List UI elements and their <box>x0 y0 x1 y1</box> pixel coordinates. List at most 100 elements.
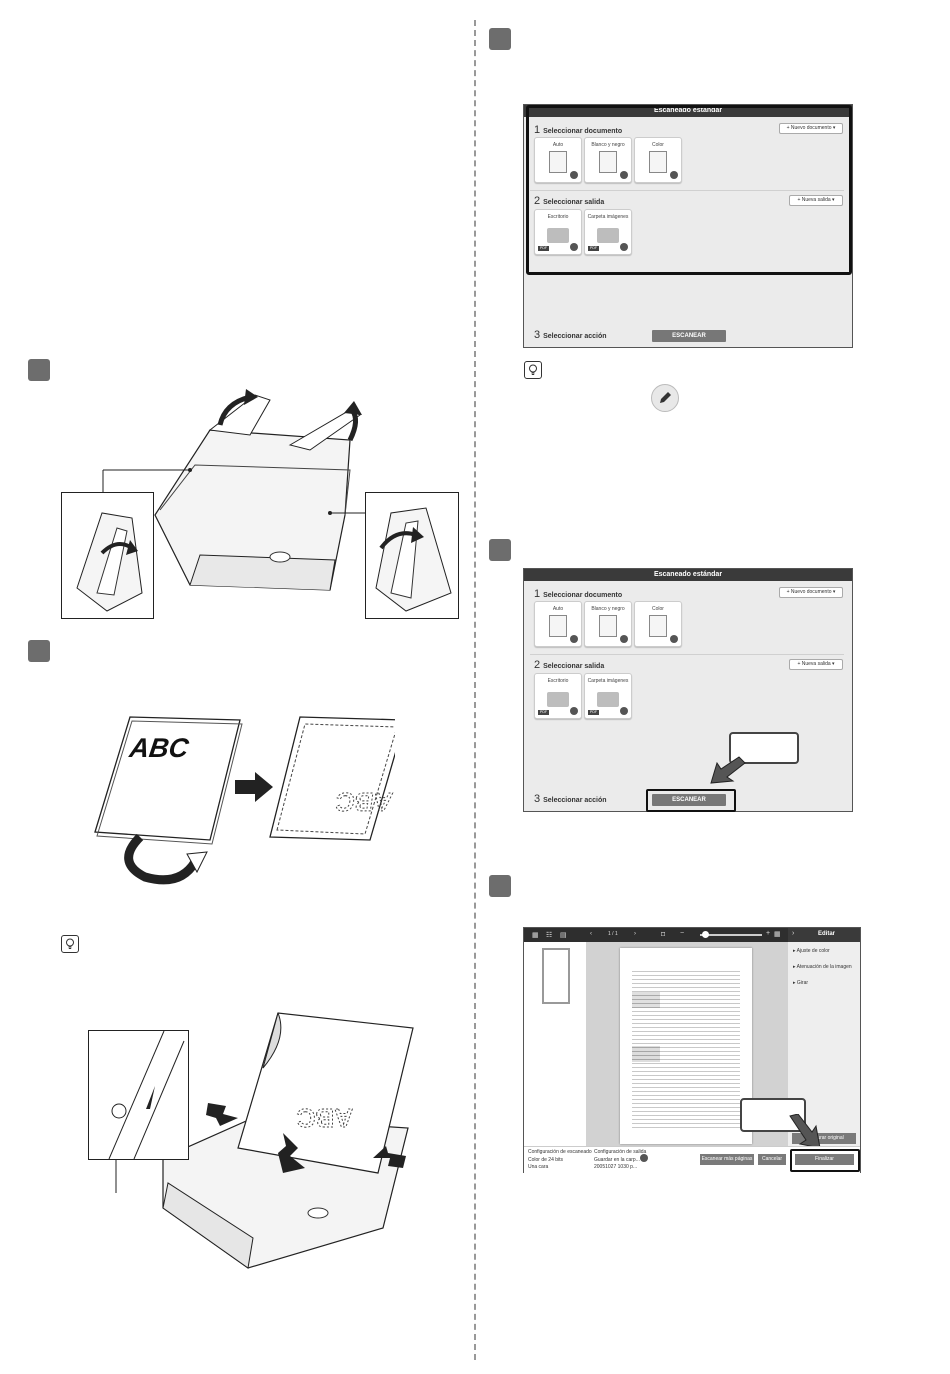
hint-icon <box>61 935 79 953</box>
next-page-icon[interactable]: › <box>634 931 636 937</box>
guide-detail-inset-left <box>61 492 154 619</box>
column-divider <box>474 20 476 1360</box>
prev-page-icon[interactable]: ‹ <box>590 931 592 937</box>
edit-icon[interactable] <box>570 635 578 643</box>
editor-footer: Configuración de escaneado Color de 24 b… <box>524 1146 860 1173</box>
edit-panel-header: › Editar <box>788 928 860 942</box>
new-document-button[interactable]: + Nuevo documento ▾ <box>779 587 843 598</box>
scan-settings-side: Una cara <box>528 1164 549 1170</box>
single-view-icon[interactable]: ▤ <box>560 932 567 939</box>
edit-icon[interactable] <box>620 707 628 715</box>
page-thumbnail[interactable] <box>542 948 570 1004</box>
finish-button[interactable]: Finalizar <box>795 1154 854 1165</box>
window-title: Escaneado estándar <box>524 105 852 117</box>
document-card-bw[interactable]: Blanco y negro <box>584 601 632 647</box>
zoom-slider[interactable] <box>700 934 762 936</box>
document-card-auto[interactable]: Auto <box>534 601 582 647</box>
scan-button[interactable]: ESCANEAR <box>652 330 726 342</box>
folder-icon <box>547 692 569 707</box>
new-output-button[interactable]: + Nueva salida ▾ <box>789 659 843 670</box>
loaded-page-back-text: ABC <box>296 1103 353 1133</box>
document-card-bw[interactable]: Blanco y negro <box>584 137 632 183</box>
preview-area <box>586 942 788 1146</box>
panel-item-rotate[interactable]: ▸ Girar <box>793 980 809 986</box>
callout-box <box>729 732 799 764</box>
edit-icon[interactable] <box>670 171 678 179</box>
document-card-color[interactable]: Color <box>634 137 682 183</box>
document-card-auto[interactable]: Auto <box>534 137 582 183</box>
zoom-out-button[interactable]: − <box>680 930 685 937</box>
output-settings-file: 20051027 1030 p... <box>594 1164 638 1170</box>
callout-arrow-icon <box>710 756 746 784</box>
edit-icon[interactable] <box>620 635 628 643</box>
step-marker <box>28 640 50 662</box>
panel-title: Editar <box>818 931 836 937</box>
panel-item-color[interactable]: ▸ Ajuste de color <box>793 948 830 954</box>
scan-result-editor: ▦ ☷ ▤ ‹ 1 / 1 › ⌑ − + ▦ › Editar ▸ Ajust… <box>523 927 861 1173</box>
page-back-text: ABC <box>334 787 395 817</box>
document-flip-illustration: ABC ABC <box>94 716 395 885</box>
scan-button[interactable]: ESCANEAR <box>652 794 726 806</box>
new-document-button[interactable]: + Nuevo documento ▾ <box>779 123 843 134</box>
restore-original-button[interactable]: Restaurar original <box>792 1133 856 1144</box>
finish-button-highlight <box>790 1149 860 1172</box>
scan-more-pages-button[interactable]: Escanear más páginas <box>700 1154 754 1165</box>
output-settings-path: Guardar en la carp... <box>594 1157 640 1163</box>
step-marker <box>28 359 50 381</box>
thumbnail-strip <box>524 942 587 1146</box>
guide-detail-inset-right <box>365 492 459 619</box>
fit-page-icon[interactable]: ⌑ <box>661 930 666 939</box>
separator <box>530 190 844 191</box>
edit-pencil-icon <box>651 384 679 412</box>
scan-button-highlight <box>646 789 736 812</box>
cancel-button[interactable]: Cancelar <box>758 1154 786 1165</box>
separator <box>530 654 844 655</box>
callout-arrow-icon <box>789 1114 821 1149</box>
scan-settings-label: Configuración de escaneado <box>528 1149 592 1155</box>
edit-icon[interactable] <box>570 171 578 179</box>
page-preview <box>620 948 752 1144</box>
edit-icon[interactable] <box>570 707 578 715</box>
edit-icon[interactable] <box>640 1154 648 1162</box>
zoom-in-button[interactable]: + <box>766 930 771 937</box>
scan-settings-color: Color de 24 bits <box>528 1157 564 1163</box>
scanner-open-trays-illustration <box>102 389 365 591</box>
hint-icon <box>524 361 542 379</box>
panel-item-attenuation[interactable]: ▸ Atenuación de la imagen <box>793 964 852 970</box>
step-marker <box>489 875 511 897</box>
editor-toolbar: ▦ ☷ ▤ ‹ 1 / 1 › ⌑ − + ▦ <box>524 928 788 942</box>
panel-collapse-icon[interactable]: › <box>792 930 795 937</box>
window-title: Escaneado estándar <box>524 569 852 581</box>
guide-mark-inset <box>88 1030 189 1160</box>
new-output-button[interactable]: + Nueva salida ▾ <box>789 195 843 206</box>
folder-icon <box>597 228 619 243</box>
document-card-color[interactable]: Color <box>634 601 682 647</box>
edit-icon[interactable] <box>570 243 578 251</box>
folder-icon <box>597 692 619 707</box>
grid-view-icon[interactable]: ▦ <box>532 932 539 939</box>
zoom-slider-handle[interactable] <box>702 931 709 938</box>
output-settings-label: Configuración de salida <box>594 1149 647 1155</box>
load-document-illustration: ABC <box>115 1012 414 1269</box>
edit-icon[interactable] <box>620 171 628 179</box>
step-marker <box>489 539 511 561</box>
list-view-icon[interactable]: ☷ <box>546 932 553 939</box>
preview-text-lines <box>632 968 740 1128</box>
edit-icon[interactable] <box>620 243 628 251</box>
page-front-text: ABC <box>127 732 191 763</box>
thumbnails-icon[interactable]: ▦ <box>774 931 781 938</box>
folder-icon <box>547 228 569 243</box>
edit-icon[interactable] <box>670 635 678 643</box>
